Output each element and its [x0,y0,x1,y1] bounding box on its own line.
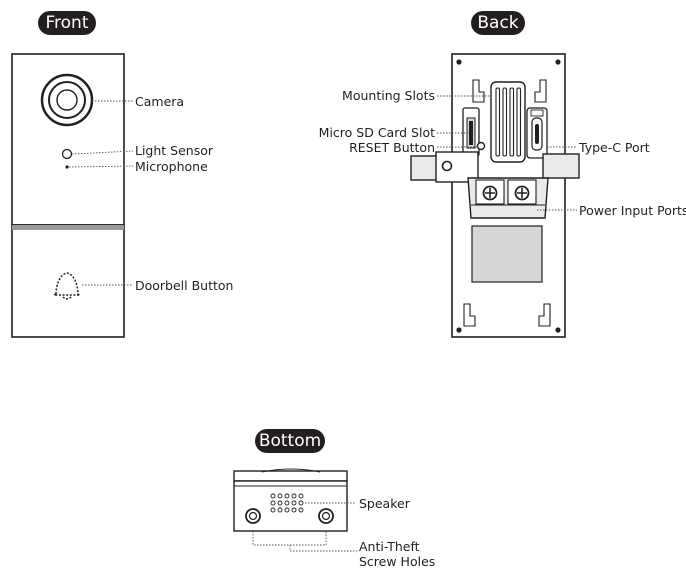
power-input-ports-label: Power Input Ports [579,203,686,218]
microphone-label: Microphone [135,159,208,174]
corner-screw-icon [456,327,462,333]
doorbell-button-label: Doorbell Button [135,278,233,293]
speaker-grille-icon [270,493,304,513]
corner-screw-icon [555,327,561,333]
ribbed-grip [490,81,526,163]
back-body [451,53,566,338]
bottom-section-label: Bottom [255,429,325,453]
front-section-label: Front [38,11,96,35]
sensor-lens-icon [435,151,479,183]
bottom-view: Speaker Anti-Theft Screw Holes [233,468,435,569]
type-c-port-label: Type-C Port [578,140,650,155]
mounting-slot-icon [472,79,485,103]
anti-theft-label-line2: Screw Holes [359,554,435,569]
mounting-slot-icon [538,303,551,327]
light-sensor-icon [61,148,73,160]
speaker-label: Speaker [359,496,411,511]
screw-hole-icon [318,508,334,524]
right-tab [542,153,580,179]
mounting-slot-icon [534,79,547,103]
power-screw-icon [482,185,498,201]
microphone-icon [65,165,69,169]
power-input-block [467,177,549,219]
light-sensor-label: Light Sensor [135,143,214,158]
mounting-slots-label: Mounting Slots [342,88,435,103]
bottom-top-edge [233,470,348,482]
front-divider-band [12,225,124,230]
corner-screw-icon [456,59,462,65]
screw-hole-icon [245,508,261,524]
micro-sd-slot-icon [462,107,480,157]
front-lower-body [11,224,125,338]
power-screw-icon [514,185,530,201]
label-plate [471,225,543,283]
camera-icon [40,73,94,127]
front-view: Camera Light Sensor Microphone Doorbell … [11,53,233,338]
mounting-slot-icon [463,303,476,327]
reset-button-icon [476,141,486,151]
bell-icon [53,272,81,300]
anti-theft-label-line1: Anti-Theft [359,539,420,554]
micro-sd-slot-label: Micro SD Card Slot [319,125,435,140]
back-section-label: Back [471,11,525,35]
reset-button-label: RESET Button [349,140,435,155]
back-view: Mounting Slots Micro SD Card Slot RESET … [319,53,686,338]
corner-screw-icon [555,59,561,65]
type-c-port-icon [526,107,548,159]
camera-label: Camera [135,94,184,109]
